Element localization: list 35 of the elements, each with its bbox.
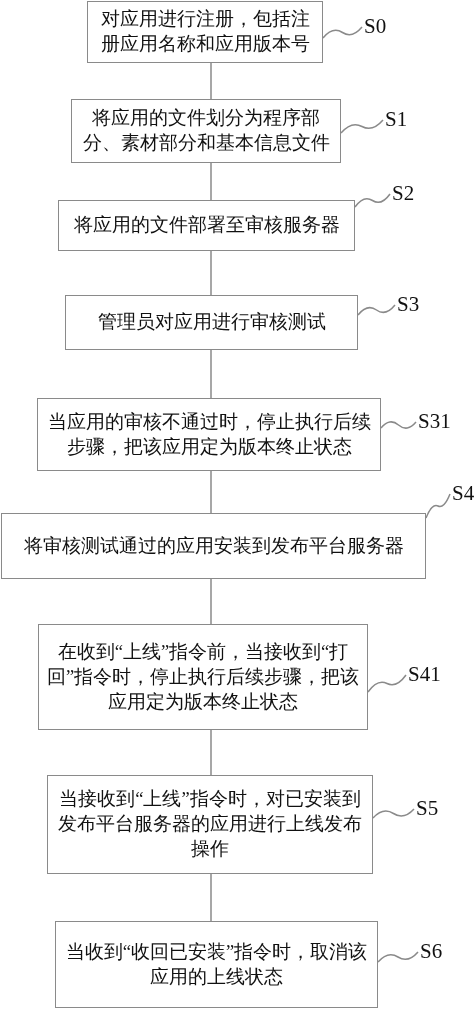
leader-line (340, 119, 384, 134)
step-label: S2 (392, 182, 415, 204)
leader-line (357, 304, 396, 316)
leader-line (377, 951, 419, 963)
process-box: 在收到“上线”指令前，当接收到“打回”指令时，停止执行后续步骤，把该应用定为版本终止状态 (38, 624, 368, 730)
connector-line (210, 250, 212, 296)
step-label: S31 (418, 410, 451, 432)
process-box: 对应用进行注册，包括注册应用名称和应用版本号 (87, 1, 323, 63)
leader-line (322, 26, 363, 39)
connector-line (210, 873, 212, 922)
step-label: S4 (452, 482, 474, 504)
connector-line (210, 578, 212, 625)
process-box: 管理员对应用进行审核测试 (65, 295, 358, 350)
connector-line (210, 729, 212, 776)
step-label: S0 (364, 15, 387, 37)
connector-line (210, 470, 212, 514)
process-box: 当收到“收回已安装”指令时，取消该应用的上线状态 (55, 921, 378, 1008)
process-box: 将审核测试通过的应用安装到发布平台服务器 (1, 513, 426, 579)
leader-line (380, 421, 417, 429)
leader-line (425, 493, 451, 519)
leader-line (372, 808, 415, 819)
step-label: S6 (420, 940, 443, 962)
process-box: 将应用的文件划分为程序部分、素材部分和基本信息文件 (71, 99, 341, 163)
process-box: 将应用的文件部署至审核服务器 (58, 200, 355, 251)
leader-line (354, 193, 391, 208)
process-box: 当接收到“上线”指令时，对已安装到发布平台服务器的应用进行上线发布操作 (47, 775, 373, 874)
step-label: S3 (397, 293, 420, 315)
leader-line (367, 674, 407, 693)
connector-line (210, 349, 212, 399)
step-label: S41 (408, 663, 441, 685)
connector-line (210, 162, 212, 201)
step-label: S5 (416, 797, 439, 819)
step-label: S1 (385, 108, 408, 130)
process-box: 当应用的审核不通过时，停止执行后续步骤，把该应用定为版本终止状态 (37, 398, 381, 471)
connector-line (210, 62, 212, 100)
